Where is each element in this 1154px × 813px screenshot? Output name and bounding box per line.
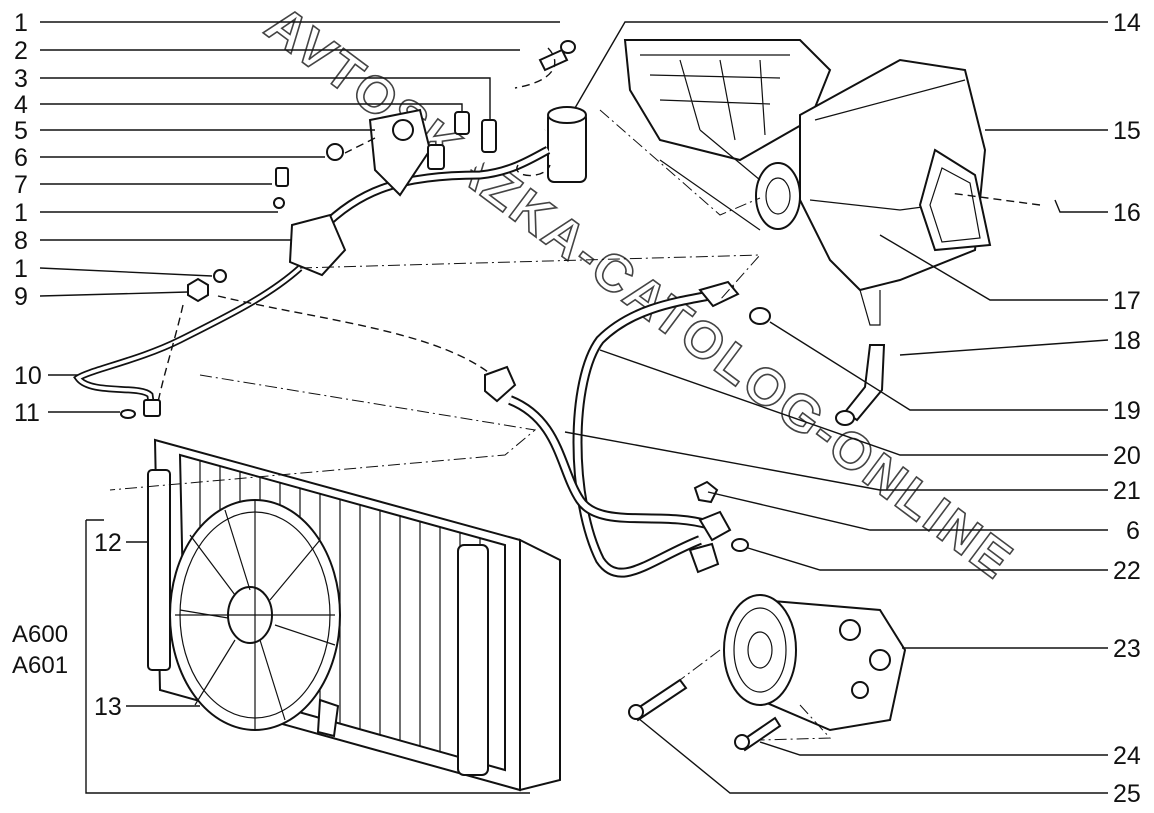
callout-label: 4 [14, 91, 28, 119]
callout-label: 18 [1113, 327, 1141, 355]
callout-label: 17 [1113, 287, 1141, 315]
upper-pipe-assembly [187, 40, 576, 303]
callout-label: 2 [14, 37, 28, 65]
callout-label: 5 [14, 117, 28, 145]
model-codes: A600 A601 [12, 621, 68, 679]
assembly-guide-lines [109, 47, 1041, 741]
callout-label: 24 [1113, 742, 1141, 770]
callout-label: 20 [1113, 442, 1141, 470]
callout-label: 10 [14, 362, 42, 390]
ac-compressor [628, 594, 907, 752]
model-code: A600 [12, 621, 68, 648]
callout-label: 14 [1113, 9, 1141, 37]
callout-label: 11 [14, 399, 40, 427]
receiver-drier [547, 106, 587, 183]
callout-label: 1 [14, 199, 28, 227]
model-code: A601 [12, 652, 68, 679]
callout-label: 7 [14, 171, 28, 199]
callout-label: 15 [1113, 117, 1141, 145]
callout-label: 13 [94, 693, 122, 721]
evaporator-housing [623, 39, 992, 326]
callout-label: 1 [14, 9, 28, 37]
callout-label: 6 [14, 144, 28, 172]
callout-label: 19 [1113, 397, 1141, 425]
callout-label: 16 [1113, 199, 1141, 227]
callout-label: 9 [14, 283, 28, 311]
callout-label: 25 [1113, 780, 1141, 808]
callout-label: 3 [14, 65, 28, 93]
callout-label: 23 [1113, 635, 1141, 663]
callout-labels-right: 14 15 16 17 18 19 20 21 6 22 23 24 25 [1113, 9, 1141, 808]
callout-label: 1 [14, 255, 28, 283]
callout-label: 8 [14, 227, 28, 255]
leader-lines [39, 21, 1109, 794]
callout-label: 22 [1113, 557, 1141, 585]
callout-label: 21 [1113, 477, 1141, 505]
callout-labels-left: 1 2 3 4 5 6 7 1 8 1 9 10 11 12 13 [14, 9, 122, 721]
callout-label: 6 [1126, 517, 1140, 545]
condenser-fan [169, 499, 341, 738]
callout-label: 12 [94, 529, 122, 557]
